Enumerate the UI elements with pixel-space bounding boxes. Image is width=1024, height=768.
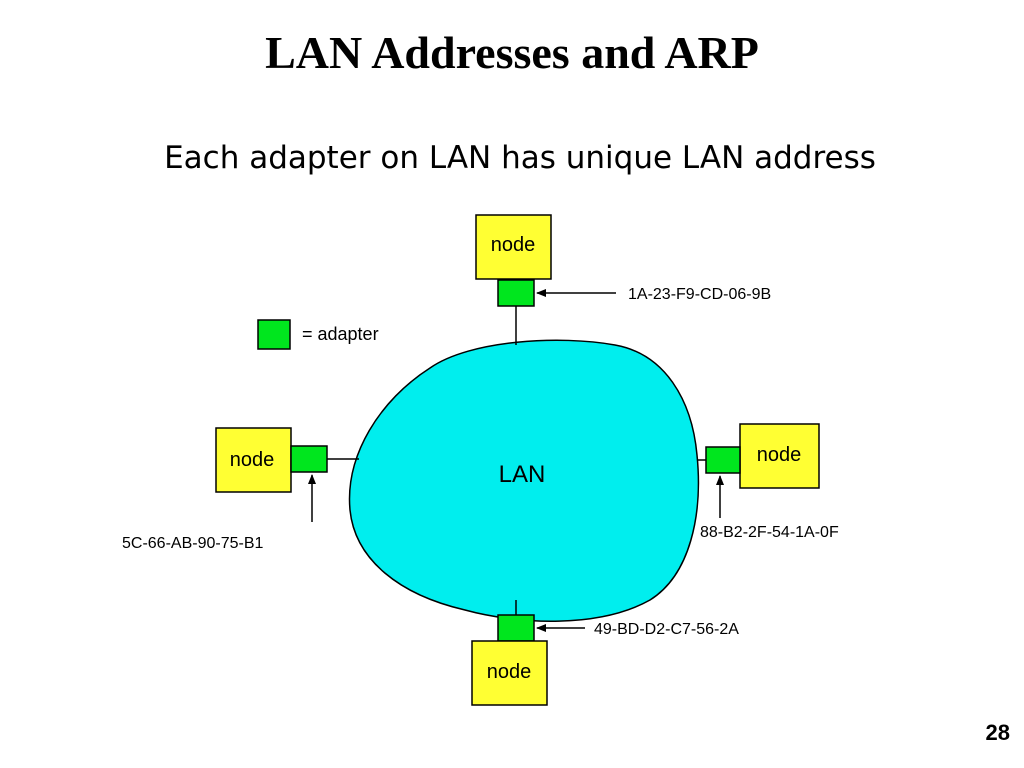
slide-subtitle: Each adapter on LAN has unique LAN addre…: [164, 140, 876, 176]
node-left: node 5C-66-AB-90-75-B1: [122, 427, 359, 552]
node-label: node: [487, 661, 532, 683]
mac-address-label: 1A-23-F9-CD-06-9B: [628, 286, 771, 303]
lan-label: LAN: [499, 461, 546, 488]
lan-cloud: [348, 339, 700, 622]
mac-address-label: 49-BD-D2-C7-56-2A: [594, 621, 739, 638]
node-box: [475, 214, 552, 280]
legend-adapter-swatch: [257, 319, 291, 350]
slide-title: LAN Addresses and ARP: [265, 27, 759, 78]
mac-address-label: 5C-66-AB-90-75-B1: [122, 535, 264, 552]
node-bottom: node 49-BD-D2-C7-56-2A: [471, 600, 739, 706]
node-top: node 1A-23-F9-CD-06-9B: [475, 214, 771, 345]
node-label: node: [491, 234, 536, 256]
mac-address-label: 88-B2-2F-54-1A-0F: [700, 524, 839, 541]
adapter: [705, 446, 741, 474]
legend: = adapter: [257, 319, 379, 350]
node-label: node: [230, 449, 275, 471]
page-number: 28: [985, 720, 1010, 745]
legend-label: = adapter: [302, 324, 379, 344]
node-label: node: [757, 444, 802, 466]
node-right: node 88-B2-2F-54-1A-0F: [697, 423, 839, 541]
adapter: [497, 614, 535, 642]
adapter: [290, 445, 328, 473]
node-box: [471, 640, 548, 706]
adapter: [497, 279, 535, 307]
node-box: [215, 427, 292, 493]
